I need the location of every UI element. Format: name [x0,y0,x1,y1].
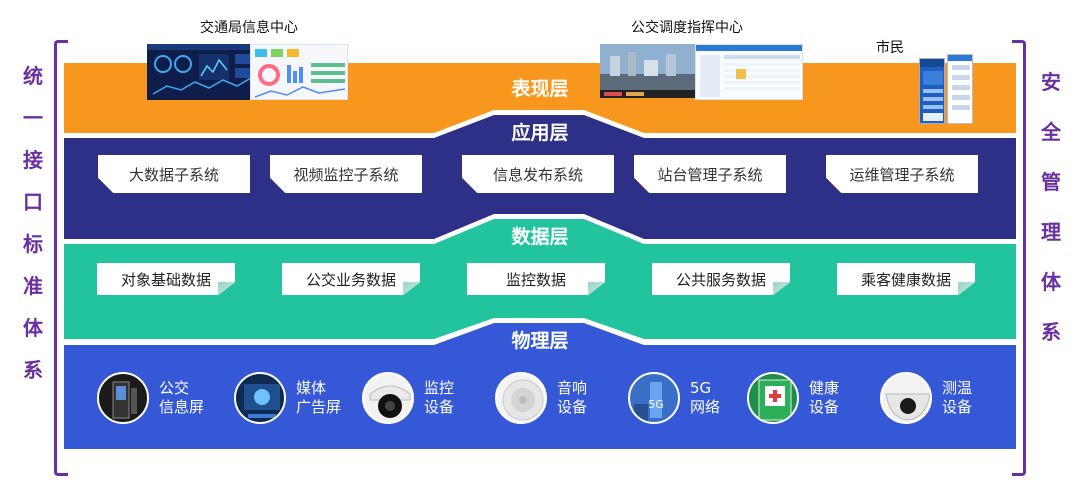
application-layer-title: 应用层 [511,122,569,144]
svg-text:5G: 5G [648,398,664,411]
device-media-ad-screen: 媒体 广告屏 [234,372,352,424]
device-label: 健康 设备 [809,379,840,416]
dispatch-management-screenshot [695,44,803,100]
data-card-public-service: 公共服务数据 [652,263,790,295]
data-card-label: 对象基础数据 [120,270,211,289]
side-left-char: 准 [23,274,43,298]
data-card-label: 乘客健康数据 [860,270,951,289]
data-card-monitoring: 监控数据 [467,263,605,295]
side-left-char: 接 [23,148,43,172]
media-ad-screen-icon [234,372,286,424]
side-right-char: 管 [1041,170,1061,194]
side-right-char: 体 [1041,270,1061,294]
device-surveillance: 监控 设备 [362,372,480,424]
security-management-label: 安 全 管 理 体 系 [1036,70,1066,344]
device-label: 音响 设备 [557,379,588,416]
device-bus-info-screen: 公交 信息屏 [97,372,215,424]
app-system-card-big-data: 大数据子系统 [98,155,250,193]
right-bracket [1012,40,1026,476]
dispatch-center-label: 公交调度指挥中心 [631,20,743,36]
side-right-char: 系 [1041,320,1061,344]
data-card-label: 监控数据 [505,270,566,289]
app-system-card-station-management: 站台管理子系统 [634,155,786,193]
device-label: 媒体 广告屏 [296,379,342,416]
left-bracket [54,40,68,476]
side-right-char: 全 [1041,120,1061,144]
presentation-layer-title: 表现层 [511,78,569,100]
data-card-label: 公交业务数据 [305,270,396,289]
bureau-center-label: 交通局信息中心 [200,20,298,36]
side-left-char: 统 [23,64,43,88]
device-label: 监控 设备 [424,379,455,416]
side-right-char: 安 [1041,70,1061,94]
data-card-object-base: 对象基础数据 [97,263,235,295]
citizen-app-screenshot-1 [919,58,945,124]
device-label: 5G 网络 [690,379,721,416]
bureau-dashboard-screenshot [147,44,267,100]
side-left-char: 系 [23,358,43,382]
surveillance-camera-icon [362,372,414,424]
physical-layer-title: 物理层 [511,330,569,352]
device-label: 测温 设备 [942,379,973,416]
app-system-card-video-surveillance: 视频监控子系统 [270,155,422,193]
5g-network-icon: 5G [628,372,680,424]
side-left-char: 口 [23,190,43,214]
dispatch-video-wall-screenshot [600,44,695,98]
app-system-card-ops-management: 运维管理子系统 [826,155,978,193]
device-5g-network: 5G 5G 网络 [628,372,746,424]
app-system-card-info-publish: 信息发布系统 [462,155,614,193]
citizen-app-screenshot-2 [947,54,973,124]
data-card-bus-business: 公交业务数据 [282,263,420,295]
side-right-char: 理 [1041,220,1061,244]
side-left-char: 一 [23,106,43,130]
data-layer-title: 数据层 [511,226,569,248]
citizen-label: 市民 [876,40,904,56]
data-card-label: 公共服务数据 [675,270,766,289]
unified-interface-standard-label: 统 一 接 口 标 准 体 系 [18,64,48,382]
bureau-report-screenshot [250,44,348,100]
speaker-icon [495,372,547,424]
bus-info-screen-icon [97,372,149,424]
device-health: 健康 设备 [747,372,865,424]
side-left-char: 标 [23,232,43,256]
device-speaker: 音响 设备 [495,372,613,424]
device-thermometer: 测温 设备 [880,372,998,424]
health-device-icon [747,372,799,424]
data-card-passenger-health: 乘客健康数据 [837,263,975,295]
thermometer-device-icon [880,372,932,424]
side-left-char: 体 [23,316,43,340]
device-label: 公交 信息屏 [159,379,205,416]
